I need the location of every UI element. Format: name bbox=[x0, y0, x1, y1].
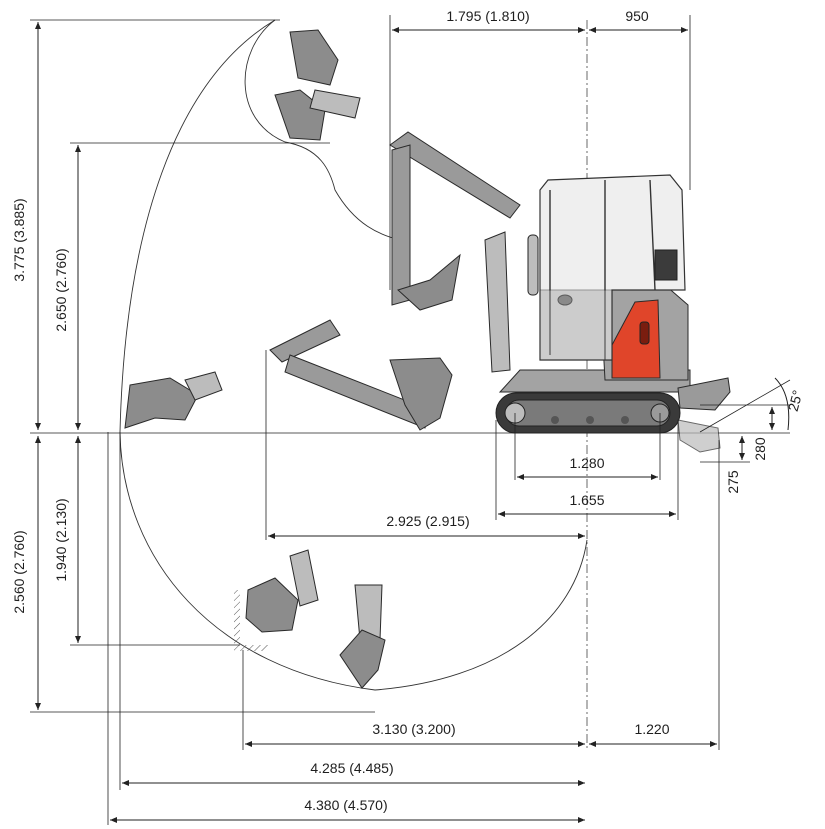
label-max-ground-reach: 4.285 (4.485) bbox=[310, 760, 393, 776]
orange-panel bbox=[611, 299, 661, 379]
bucket-pose-deep bbox=[339, 584, 386, 689]
extension-lines bbox=[30, 15, 791, 825]
label-max-dig-depth: 2.560 (2.760) bbox=[11, 530, 27, 613]
label-front-offset: 1.220 bbox=[634, 721, 669, 737]
label-track-length: 1.280 bbox=[569, 455, 604, 471]
operator-cab bbox=[527, 174, 686, 361]
bucket-pose-ground bbox=[124, 371, 223, 429]
bucket-pose-top bbox=[274, 29, 361, 141]
label-blade-lift: 280 bbox=[752, 437, 768, 461]
label-ground-reach-front: 3.130 (3.200) bbox=[372, 721, 455, 737]
working-range-envelope bbox=[119, 19, 588, 691]
label-tail-to-centre: 1.795 (1.810) bbox=[446, 8, 529, 24]
label-vertical-wall-depth: 1.940 (2.130) bbox=[53, 498, 69, 581]
label-front-to-centre: 950 bbox=[625, 8, 649, 24]
track-assembly bbox=[495, 392, 681, 434]
bucket-pose-wall bbox=[234, 549, 319, 651]
label-blade-depth: 275 bbox=[725, 470, 741, 494]
label-max-dig-height: 3.775 (3.885) bbox=[11, 198, 27, 281]
arm-pose-raised bbox=[389, 131, 521, 373]
label-blade-angle: 25° bbox=[785, 388, 806, 413]
label-min-swing-radius: 2.925 (2.915) bbox=[386, 513, 469, 529]
dim-arc-blade-angle bbox=[774, 377, 790, 431]
label-undercarriage-length: 1.655 bbox=[569, 492, 604, 508]
dozer-blade bbox=[677, 377, 731, 411]
label-max-dump-height: 2.650 (2.760) bbox=[53, 248, 69, 331]
label-max-reach: 4.380 (4.570) bbox=[304, 797, 387, 813]
arm-pose-horizontal bbox=[269, 319, 453, 431]
excavator-machine bbox=[495, 174, 731, 453]
